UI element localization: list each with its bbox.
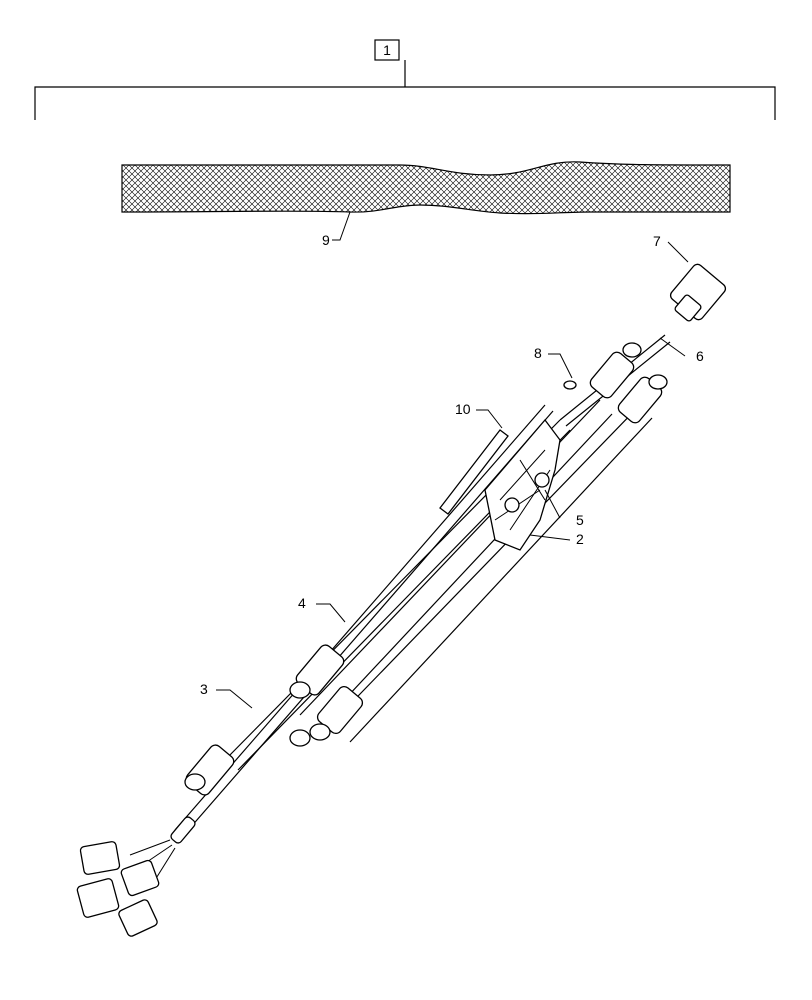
callout-4: 4 xyxy=(298,595,306,611)
callout-6: 6 xyxy=(696,348,704,364)
connector-cluster-bottom xyxy=(76,839,176,937)
braided-sleeve xyxy=(121,161,731,215)
clip xyxy=(439,429,509,515)
assembly-label: 1 xyxy=(383,42,391,58)
connector-top xyxy=(669,263,727,322)
callout-3: 3 xyxy=(200,681,208,697)
callout-9: 9 xyxy=(322,232,330,248)
callout-8: 8 xyxy=(534,345,542,361)
cable-boots xyxy=(170,342,668,844)
bolt xyxy=(504,472,550,513)
assembly-bracket: 1 xyxy=(34,39,776,120)
cable-tie xyxy=(563,380,577,390)
callout-labels: 9 7 6 8 10 5 2 4 3 xyxy=(200,232,704,697)
callout-10: 10 xyxy=(455,401,471,417)
harness-cables xyxy=(174,334,671,837)
leader-lines xyxy=(216,211,689,709)
callout-7: 7 xyxy=(653,233,661,249)
callout-2: 2 xyxy=(576,531,584,547)
callout-5: 5 xyxy=(576,512,584,528)
